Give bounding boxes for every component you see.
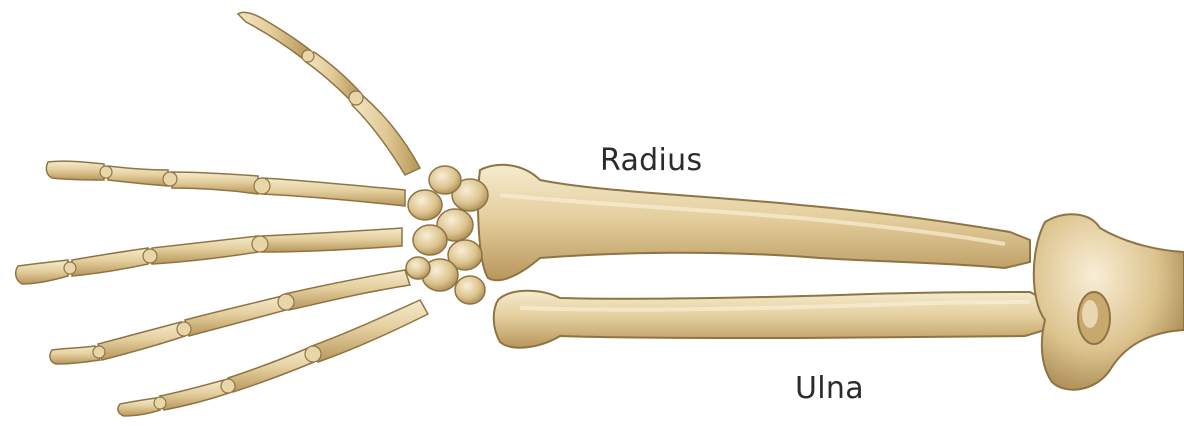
ulna-label: Ulna [795, 371, 864, 406]
little-finger-bones [118, 300, 428, 416]
humerus-end [1034, 214, 1184, 389]
thumb-bones [238, 12, 420, 175]
ulna-bone [494, 291, 1045, 348]
radius-label: Radius [600, 143, 702, 178]
index-finger-bones [46, 161, 405, 206]
carpal-bones [406, 166, 488, 304]
middle-finger-bones [16, 228, 402, 284]
radius-bone [478, 165, 1030, 280]
ring-finger-bones [50, 270, 410, 364]
